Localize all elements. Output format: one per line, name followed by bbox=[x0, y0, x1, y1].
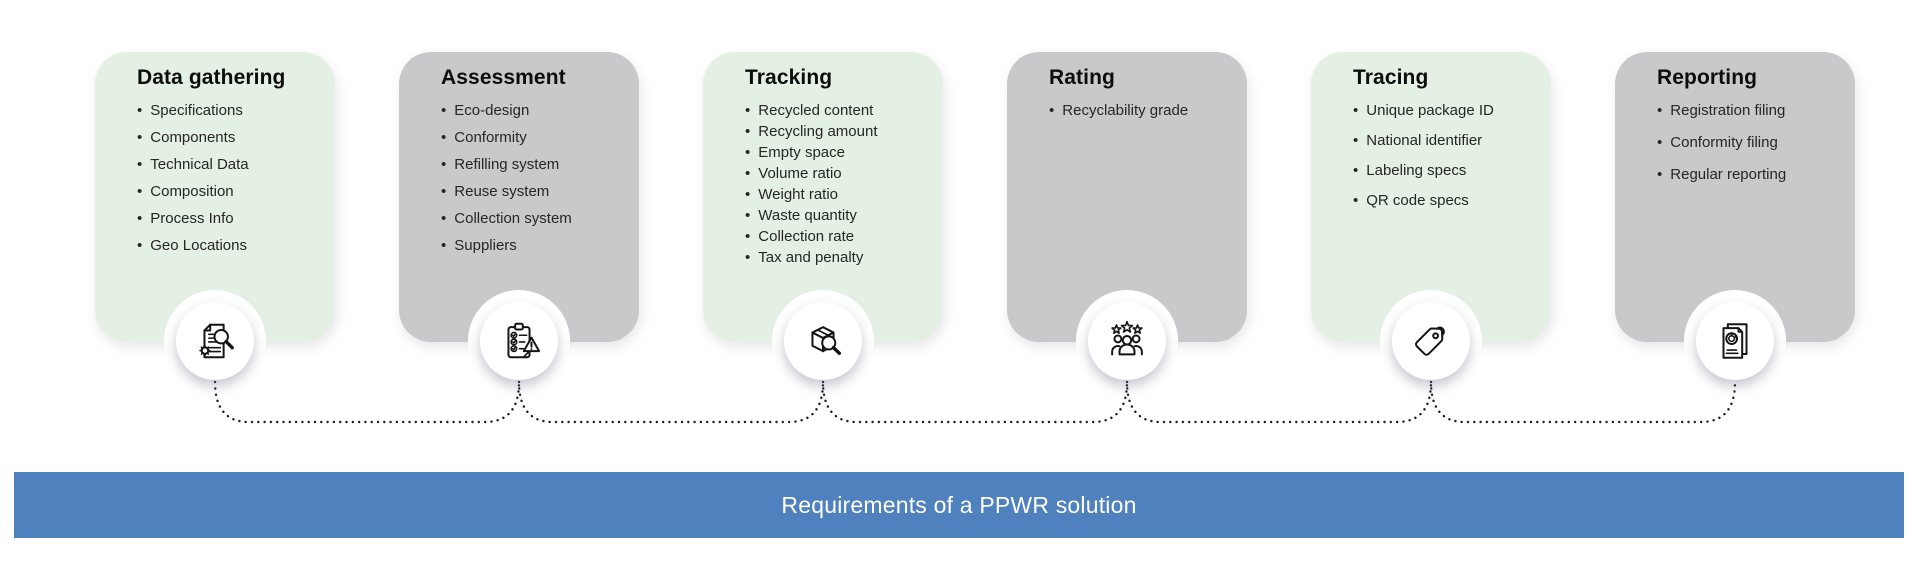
package-search-icon bbox=[800, 318, 846, 364]
list-item: Tax and penalty bbox=[745, 250, 925, 266]
card-tracing: Tracing Unique package ID National ident… bbox=[1311, 52, 1551, 392]
report-document-icon bbox=[1712, 318, 1758, 364]
card-title: Tracking bbox=[745, 66, 833, 89]
list-item: Regular reporting bbox=[1657, 167, 1837, 183]
list-item: Specifications bbox=[137, 103, 317, 119]
list-item: Process Info bbox=[137, 211, 317, 227]
card-title: Tracing bbox=[1353, 66, 1429, 89]
icon-circle bbox=[480, 302, 558, 380]
icon-circle bbox=[1696, 302, 1774, 380]
card-item-list: Recyclability grade bbox=[1049, 103, 1229, 119]
price-tag-icon bbox=[1408, 318, 1454, 364]
list-item: Waste quantity bbox=[745, 208, 925, 224]
list-item: Composition bbox=[137, 184, 317, 200]
requirements-cards-row: Data gathering Specifications Components… bbox=[95, 52, 1855, 392]
list-item: Collection system bbox=[441, 211, 621, 227]
list-item: Eco-design bbox=[441, 103, 621, 119]
list-item: Components bbox=[137, 130, 317, 146]
icon-circle bbox=[784, 302, 862, 380]
customer-rating-stars-icon bbox=[1104, 320, 1150, 364]
list-item: Recycling amount bbox=[745, 124, 925, 140]
card-item-list: Recycled content Recycling amount Empty … bbox=[745, 103, 925, 266]
clipboard-checklist-warning-icon bbox=[496, 318, 542, 364]
list-item: Unique package ID bbox=[1353, 103, 1533, 119]
list-item: Technical Data bbox=[137, 157, 317, 173]
document-search-gear-icon bbox=[192, 318, 238, 364]
card-title: Assessment bbox=[441, 66, 566, 89]
card-title: Data gathering bbox=[137, 66, 286, 89]
icon-circle bbox=[1088, 302, 1166, 380]
card-item-list: Registration filing Conformity filing Re… bbox=[1657, 103, 1837, 183]
list-item: Recyclability grade bbox=[1049, 103, 1229, 119]
list-item: Weight ratio bbox=[745, 187, 925, 203]
list-item: Registration filing bbox=[1657, 103, 1837, 119]
icon-circle bbox=[1392, 302, 1470, 380]
list-item: Recycled content bbox=[745, 103, 925, 119]
icon-circle bbox=[176, 302, 254, 380]
list-item: Refilling system bbox=[441, 157, 621, 173]
list-item: Conformity filing bbox=[1657, 135, 1837, 151]
banner-label: Requirements of a PPWR solution bbox=[781, 491, 1137, 518]
list-item: Labeling specs bbox=[1353, 163, 1533, 179]
banner-requirements: Requirements of a PPWR solution bbox=[14, 472, 1904, 538]
card-rating: Rating Recyclability grade bbox=[1007, 52, 1247, 392]
card-title: Rating bbox=[1049, 66, 1115, 89]
list-item: Conformity bbox=[441, 130, 621, 146]
card-tracking: Tracking Recycled content Recycling amou… bbox=[703, 52, 943, 392]
list-item: Volume ratio bbox=[745, 166, 925, 182]
list-item: Geo Locations bbox=[137, 238, 317, 254]
card-data-gathering: Data gathering Specifications Components… bbox=[95, 52, 335, 392]
list-item: National identifier bbox=[1353, 133, 1533, 149]
card-reporting: Reporting Registration filing Conformity… bbox=[1615, 52, 1855, 392]
list-item: Empty space bbox=[745, 145, 925, 161]
card-item-list: Eco-design Conformity Refilling system R… bbox=[441, 103, 621, 254]
card-item-list: Unique package ID National identifier La… bbox=[1353, 103, 1533, 209]
card-item-list: Specifications Components Technical Data… bbox=[137, 103, 317, 254]
card-title: Reporting bbox=[1657, 66, 1758, 89]
list-item: Reuse system bbox=[441, 184, 621, 200]
list-item: Collection rate bbox=[745, 229, 925, 245]
list-item: QR code specs bbox=[1353, 193, 1533, 209]
list-item: Suppliers bbox=[441, 238, 621, 254]
card-assessment: Assessment Eco-design Conformity Refilli… bbox=[399, 52, 639, 392]
